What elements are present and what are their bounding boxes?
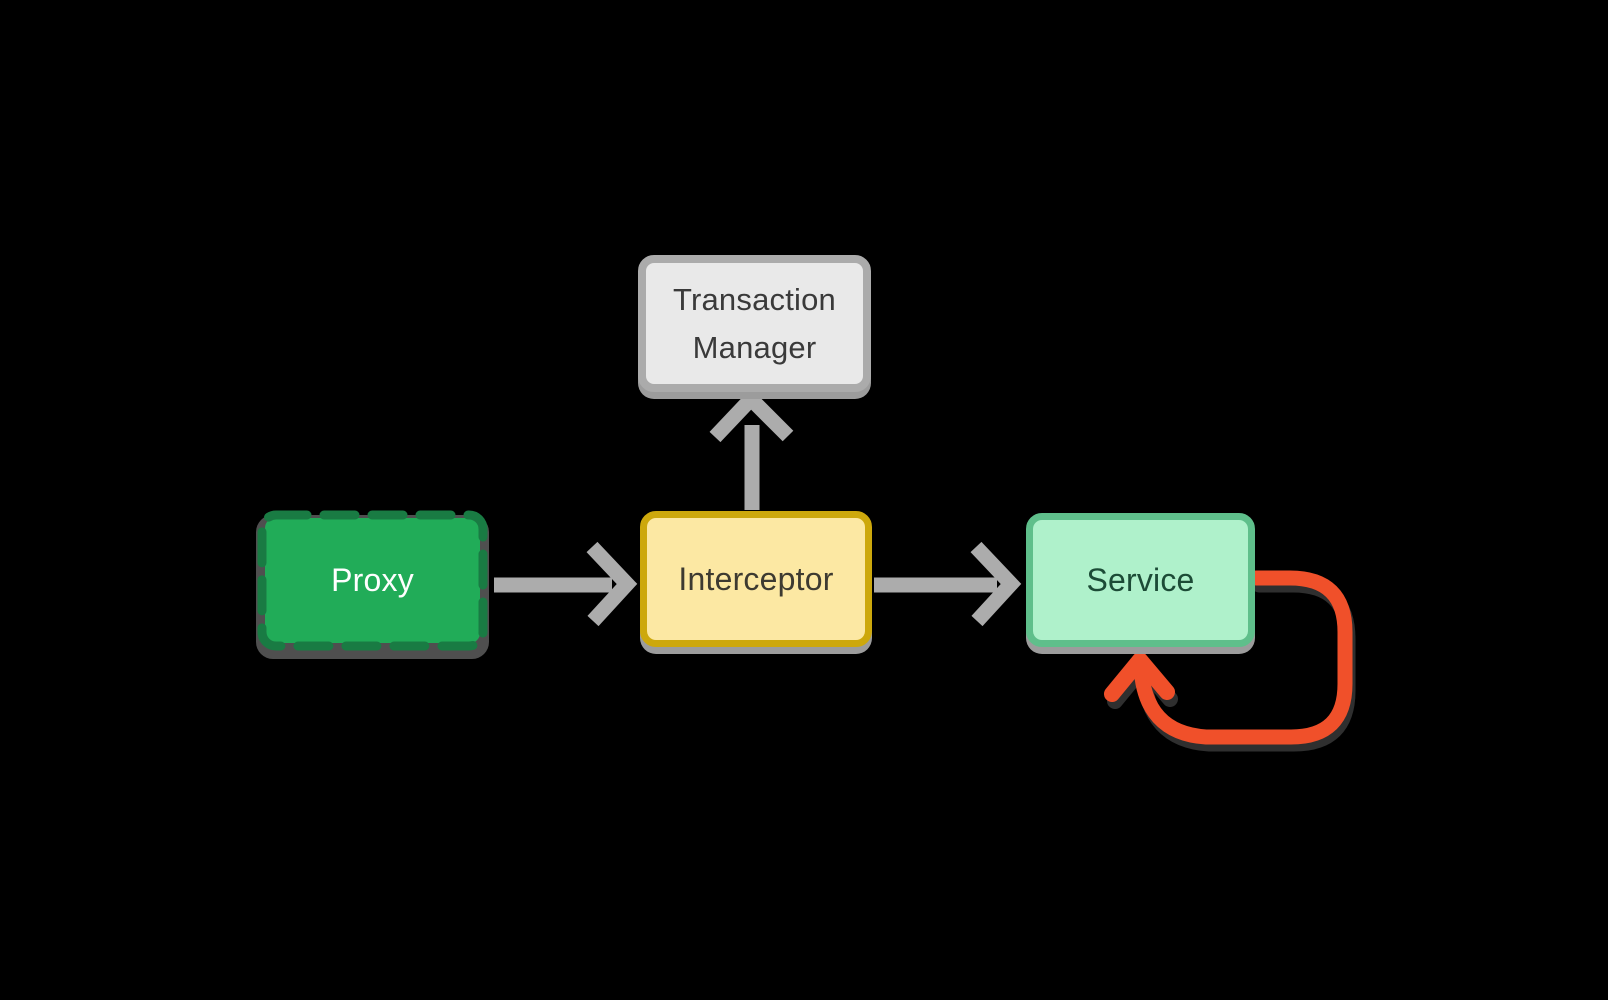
node-transaction-manager-label: Transaction Manager — [672, 281, 836, 365]
node-proxy-label: Proxy — [331, 562, 414, 598]
node-interceptor-label: Interceptor — [678, 560, 834, 597]
arrow-interceptor-to-service — [874, 541, 1022, 627]
node-interceptor: Interceptor — [640, 511, 872, 647]
node-transaction-manager: Transaction Manager — [638, 255, 871, 392]
node-proxy-dashed-border — [257, 510, 488, 651]
node-proxy: Proxy — [256, 510, 489, 659]
node-service-label: Service — [1086, 561, 1195, 598]
node-proxy-body: Proxy — [265, 518, 480, 643]
arrow-service-self-loop — [1104, 570, 1353, 745]
arrow-interceptor-to-transaction-manager — [709, 388, 794, 510]
arrow-proxy-to-interceptor — [494, 541, 638, 627]
node-service: Service — [1026, 513, 1255, 647]
